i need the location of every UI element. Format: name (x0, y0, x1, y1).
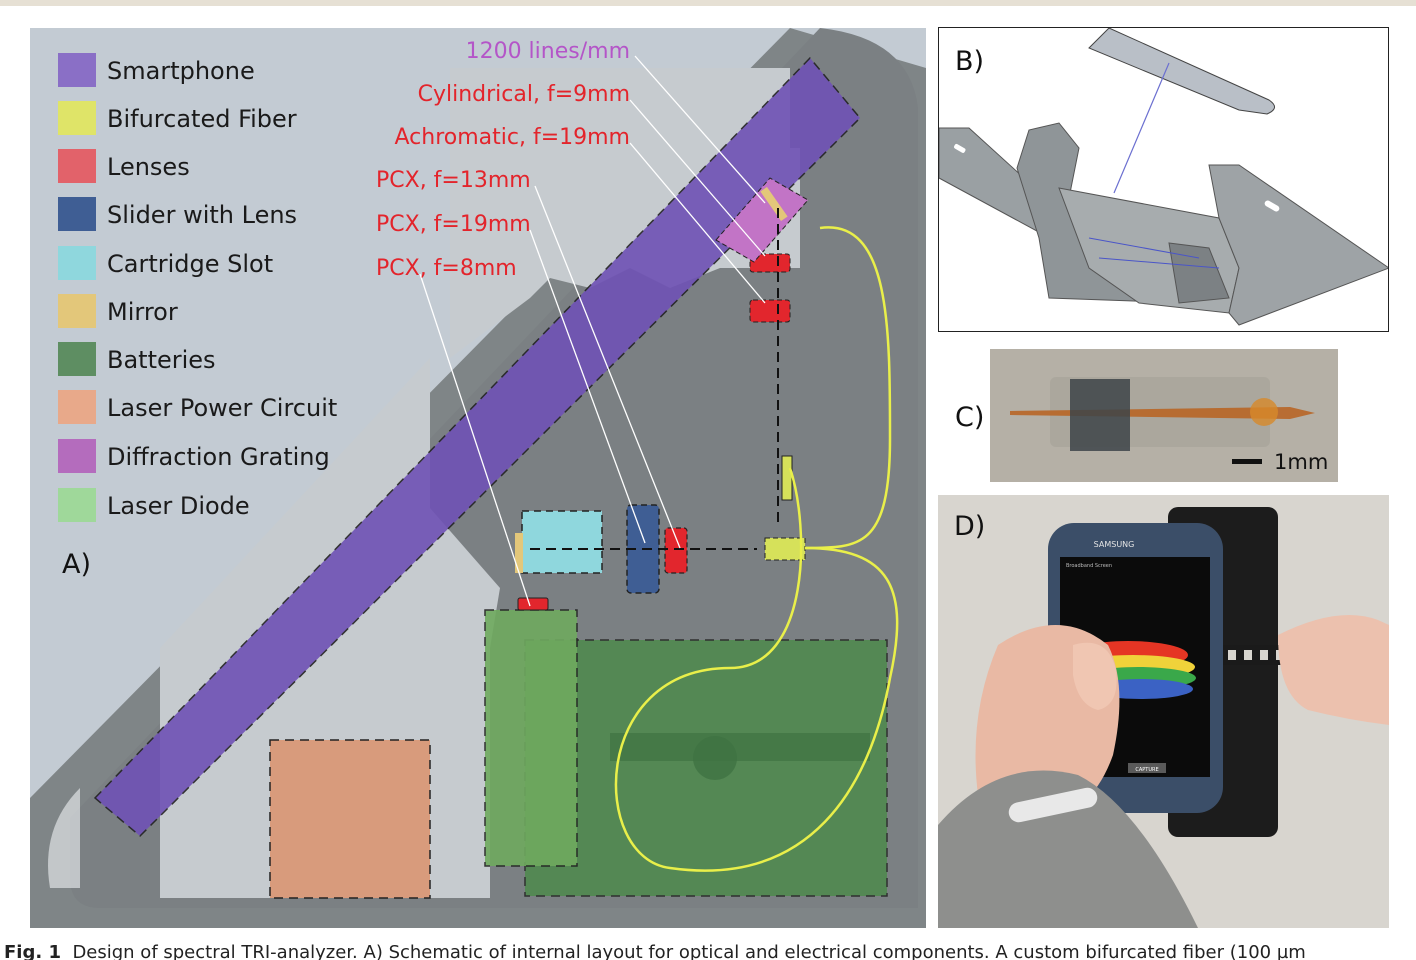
legend-item: Mirror (58, 294, 178, 328)
legend-swatch (58, 439, 96, 473)
panel-a-letter: A) (62, 549, 91, 580)
phone-brand: SAMSUNG (1094, 540, 1135, 549)
panel-c-cartridge-photo: 1mm (990, 349, 1338, 482)
top-band (0, 0, 1416, 6)
panel-b-exploded-view: B) (938, 27, 1389, 332)
figure-caption: Fig. 1 Design of spectral TRI-analyzer. … (4, 940, 1416, 960)
legend-label: Diffraction Grating (107, 443, 330, 471)
callout-achromatic: Achromatic, f=19mm (395, 125, 631, 150)
legend-label: Bifurcated Fiber (107, 105, 297, 133)
callout-grating: 1200 lines/mm (466, 39, 630, 64)
caption-text: Design of spectral TRI-analyzer. A) Sche… (72, 942, 1306, 960)
legend-label: Laser Diode (107, 492, 250, 520)
legend-swatch (58, 149, 96, 183)
panel-d-letter: D) (954, 511, 985, 542)
legend-label: Smartphone (107, 57, 255, 85)
legend: Smartphone Bifurcated Fiber Lenses Slide… (58, 53, 337, 522)
legend-item: Lenses (58, 149, 190, 183)
legend-item: Slider with Lens (58, 197, 297, 231)
callout-pcx13: PCX, f=13mm (376, 168, 531, 193)
legend-item: Laser Diode (58, 488, 250, 522)
legend-label: Cartridge Slot (107, 250, 273, 278)
panel-d-device-photo: D) SAMSUNG Broadband Screen CAPTURE (938, 495, 1389, 928)
scale-bar-label: 1mm (1274, 450, 1328, 474)
capture-button[interactable]: CAPTURE (1135, 767, 1158, 773)
legend-swatch (58, 53, 96, 87)
legend-swatch (58, 101, 96, 135)
legend-swatch (58, 390, 96, 424)
app-title: Broadband Screen (1066, 563, 1112, 569)
legend-item: Smartphone (58, 53, 255, 87)
panel-c-letter: C) (955, 402, 984, 433)
legend-item: Laser Power Circuit (58, 390, 337, 424)
callout-cylindrical: Cylindrical, f=9mm (418, 82, 630, 107)
legend-label: Laser Power Circuit (107, 394, 337, 422)
panel-a-schematic: Smartphone Bifurcated Fiber Lenses Slide… (30, 28, 926, 928)
legend-item: Cartridge Slot (58, 246, 273, 280)
legend-swatch (58, 197, 96, 231)
legend-swatch (58, 246, 96, 280)
legend-swatch (58, 342, 96, 376)
callout-pcx8: PCX, f=8mm (376, 256, 517, 281)
callout-pcx19: PCX, f=19mm (376, 212, 531, 237)
legend-label: Mirror (107, 298, 178, 326)
legend-swatch (58, 488, 96, 522)
legend-swatch (58, 294, 96, 328)
legend-item: Diffraction Grating (58, 439, 330, 473)
figure-label: Fig. 1 (4, 942, 61, 960)
panel-b-letter: B) (955, 46, 984, 77)
legend-label: Lenses (107, 153, 190, 181)
legend-label: Batteries (107, 346, 216, 374)
legend-label: Slider with Lens (107, 201, 297, 229)
legend-item: Bifurcated Fiber (58, 101, 297, 135)
legend-item: Batteries (58, 342, 216, 376)
